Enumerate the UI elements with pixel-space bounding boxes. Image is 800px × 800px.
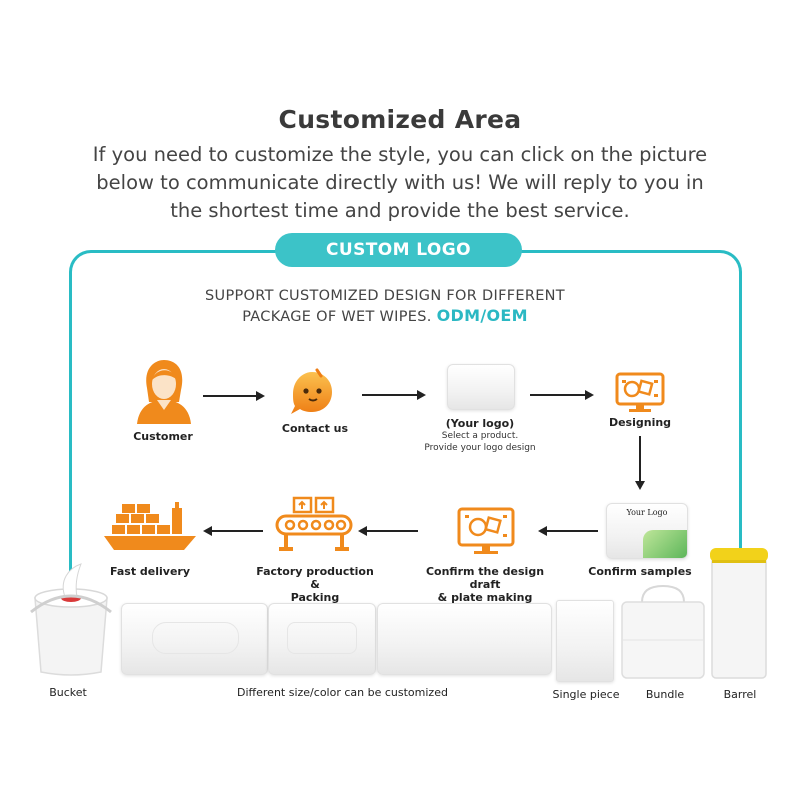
page-title: Customized Area (278, 105, 522, 134)
custom-logo-services-badge: CUSTOM LOGO SERVICES (275, 233, 522, 294)
intro-text: If you need to customize the style, you … (92, 143, 708, 222)
contact-icon[interactable] (287, 368, 337, 418)
bucket-label: Bucket (49, 686, 87, 699)
odm-oem-highlight: ODM/OEM (436, 306, 528, 325)
fast-delivery-label: Fast delivery (109, 565, 191, 578)
contact-label: Contact us (281, 422, 349, 435)
support-text: SUPPORT CUSTOMIZED DESIGN FOR DIFFERENT … (150, 287, 620, 327)
customer-icon[interactable] (133, 358, 195, 424)
your-logo-label: (Your logo) (445, 417, 515, 430)
barrel-image[interactable] (710, 546, 768, 680)
bundle-label: Bundle (645, 688, 685, 701)
confirm-draft-line-1: Confirm the design draft (425, 565, 545, 591)
bundle-image[interactable] (620, 582, 706, 680)
confirm-draft-label: Confirm the design draft & plate making (410, 565, 560, 604)
pack-lid (152, 622, 239, 654)
arrow-right-2 (362, 390, 426, 400)
bucket-image[interactable] (23, 560, 119, 678)
large-pack-image[interactable] (121, 603, 268, 675)
confirm-samples-label: Confirm samples (588, 565, 692, 578)
arrow-left-3 (203, 526, 263, 536)
arrow-left-2 (358, 526, 418, 536)
long-pack-image[interactable] (377, 603, 552, 675)
single-piece-image[interactable] (556, 600, 614, 682)
support-line-2-text: PACKAGE OF WET WIPES. (242, 309, 432, 325)
support-line-2: PACKAGE OF WET WIPES. ODM/OEM (150, 306, 620, 327)
draft-monitor-icon[interactable] (456, 506, 516, 558)
customer-label: Customer (133, 430, 193, 443)
sizes-label: Different size/color can be customized (237, 686, 448, 699)
arrow-down (635, 436, 645, 490)
confirm-draft-line-2: & plate making (437, 591, 533, 604)
arrow-left-1 (538, 526, 598, 536)
provide-logo-text: Provide your logo design (424, 443, 536, 453)
barrel-label: Barrel (723, 688, 757, 701)
factory-line-2: Packing (290, 591, 340, 604)
cargo-ship-icon[interactable] (104, 502, 196, 552)
sample-logo-text: Your Logo (626, 508, 668, 517)
medium-pack-image[interactable] (268, 603, 376, 675)
factory-line-1: Factory production & (256, 565, 374, 591)
pack-lid (287, 622, 357, 654)
designing-label: Designing (608, 416, 672, 429)
factory-label: Factory production & Packing (250, 565, 380, 604)
blank-pack-image[interactable] (447, 364, 515, 410)
support-line-1: SUPPORT CUSTOMIZED DESIGN FOR DIFFERENT (205, 288, 565, 304)
design-monitor-icon[interactable] (614, 372, 666, 414)
sample-leaf-graphic (643, 530, 687, 558)
arrow-right-1 (203, 391, 265, 401)
single-piece-label: Single piece (552, 688, 620, 701)
factory-conveyor-icon[interactable] (274, 496, 354, 554)
sample-pack-image[interactable]: Your Logo (606, 503, 688, 559)
arrow-right-3 (530, 390, 594, 400)
select-product-text: Select a product. (441, 431, 519, 441)
